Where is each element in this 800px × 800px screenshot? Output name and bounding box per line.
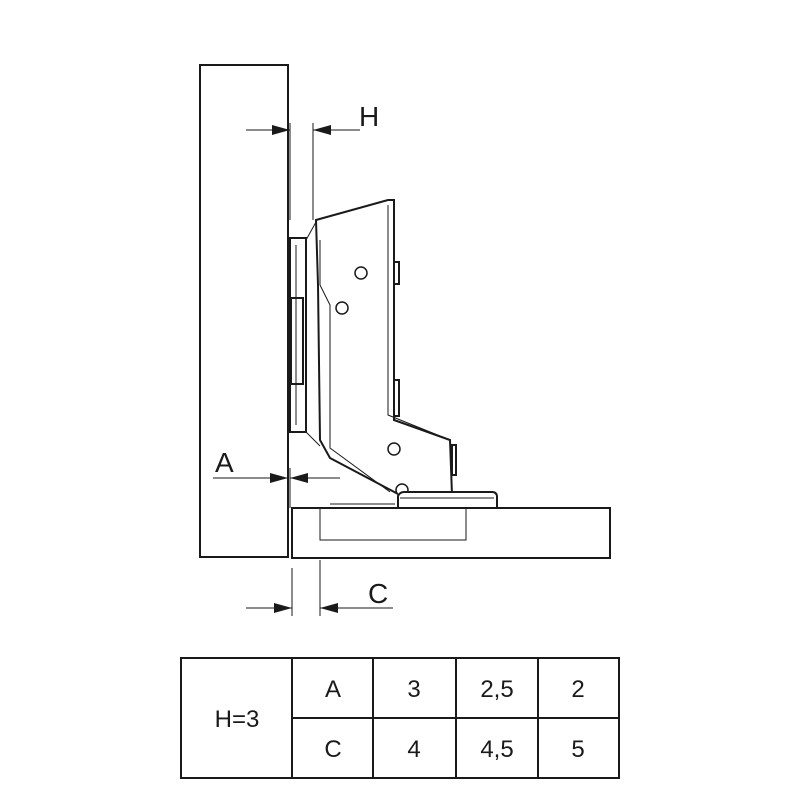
hinge-hole [335,301,349,315]
hinge-arm [305,199,457,496]
dimension-label-c: C [368,578,388,609]
dimension-a: A [213,447,340,508]
hinge-hole [387,442,401,456]
table-cell-row-name: A [325,676,341,703]
table-cell: 4,5 [480,736,513,763]
table-cell: 4 [407,736,420,763]
cabinet-side-panel [199,64,289,558]
mounting-plate [289,237,307,433]
dimension-h: H [246,101,379,220]
table-cell: 2,5 [480,676,513,703]
door-cup-recess [319,508,467,541]
table-cell: 3 [407,676,420,703]
door-panel [291,507,611,559]
dimension-label-h: H [359,101,379,132]
table-cell-row-name: C [324,736,341,763]
hinge-cup [330,491,498,509]
dimension-label-a: A [215,447,234,478]
dimension-c: C [246,560,393,616]
dimension-table: H=3 A 3 2,5 2 C 4 4,5 5 [180,657,620,779]
table-cell: 5 [571,736,584,763]
table-row-header: H=3 [215,706,260,733]
hinge-hole [354,266,368,280]
table-cell: 2 [571,676,584,703]
